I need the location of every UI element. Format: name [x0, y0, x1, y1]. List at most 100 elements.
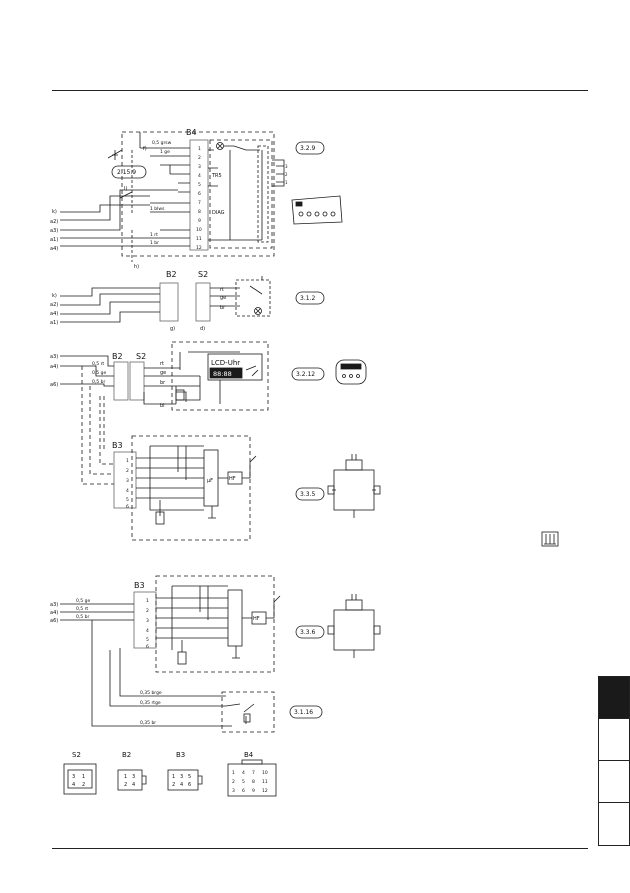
svg-text:4: 4	[242, 770, 245, 776]
heater-unit-icon	[327, 454, 381, 518]
svg-text:4: 4	[146, 628, 149, 634]
section-b3-a: B3 12 34 56 µF HF 3.3.5	[81, 366, 559, 547]
svg-text:3: 3	[232, 788, 235, 794]
svg-text:3.3.5: 3.3.5	[300, 491, 315, 498]
svg-text:2: 2	[82, 782, 85, 788]
svg-text:3.1.2: 3.1.2	[300, 295, 315, 302]
svg-text:11: 11	[196, 236, 202, 242]
section-lcd: B2 S2 LCD-Uhr 88:88 0,5 rt 0,5 ge 0,5 br…	[50, 341, 367, 411]
svg-text:9: 9	[252, 788, 255, 794]
svg-text:6: 6	[242, 788, 245, 794]
ref-3-1-16[interactable]	[289, 705, 323, 719]
svg-text:7: 7	[252, 770, 255, 776]
svg-text:1 blws: 1 blws	[150, 206, 165, 212]
svg-text:B3: B3	[134, 581, 145, 590]
heater-symbol-icon	[541, 531, 559, 547]
svg-text:a3): a3)	[50, 354, 58, 360]
svg-text:3.1.16: 3.1.16	[294, 709, 313, 716]
svg-text:3.2.9: 3.2.9	[300, 145, 315, 152]
section-b2-s2: B2 S2 rt ge br k) a2) a4) a1) g) d) 3.1.…	[50, 270, 325, 332]
ref-3-1-2[interactable]	[295, 291, 325, 305]
svg-text:l): l)	[124, 186, 127, 192]
svg-text:3: 3	[285, 164, 288, 169]
svg-text:4: 4	[198, 173, 201, 179]
svg-text:HF: HF	[229, 476, 236, 482]
svg-text:3: 3	[146, 618, 149, 624]
ref-3-3-5[interactable]	[295, 487, 325, 501]
svg-text:4: 4	[180, 782, 183, 788]
svg-text:3: 3	[180, 774, 183, 780]
svg-text:10: 10	[262, 770, 268, 776]
connector-b2	[117, 769, 143, 791]
svg-text:k): k)	[52, 209, 57, 215]
svg-text:a4): a4)	[50, 246, 58, 252]
svg-text:4: 4	[72, 782, 75, 788]
svg-text:5: 5	[198, 182, 201, 188]
svg-text:a2): a2)	[50, 219, 58, 225]
svg-text:B4: B4	[244, 751, 254, 759]
svg-text:0,5 ge: 0,5 ge	[92, 370, 106, 376]
svg-text:ge: ge	[220, 295, 226, 301]
footer-rule	[52, 848, 588, 849]
svg-text:HF: HF	[253, 616, 260, 622]
svg-text:S2: S2	[198, 270, 208, 279]
svg-text:0,35 br: 0,35 br	[140, 720, 156, 726]
svg-text:2: 2	[198, 155, 201, 161]
svg-text:2: 2	[172, 782, 175, 788]
svg-text:1: 1	[285, 180, 288, 185]
svg-text:4: 4	[126, 488, 129, 494]
svg-text:5: 5	[146, 637, 149, 643]
svg-text:3: 3	[198, 164, 201, 170]
svg-text:8: 8	[198, 209, 201, 215]
svg-text:S2: S2	[72, 751, 81, 759]
svg-text:1: 1	[232, 770, 235, 776]
svg-text:10: 10	[196, 227, 202, 233]
svg-text:a6): a6)	[50, 618, 58, 624]
svg-text:0,35 brge: 0,35 brge	[140, 690, 162, 696]
svg-text:0,5 ge: 0,5 ge	[76, 598, 90, 604]
svg-text:7: 7	[198, 200, 201, 206]
svg-text:a4): a4)	[50, 311, 58, 317]
svg-text:3: 3	[132, 774, 135, 780]
connector-b3	[167, 769, 199, 791]
svg-text:1: 1	[198, 146, 201, 152]
connector-s2	[63, 763, 97, 795]
svg-text:1: 1	[126, 458, 129, 464]
svg-text:5: 5	[188, 774, 191, 780]
svg-text:6: 6	[198, 191, 201, 197]
svg-text:6: 6	[146, 644, 149, 650]
svg-text:5: 5	[126, 497, 129, 503]
svg-text:6: 6	[126, 504, 129, 510]
svg-text:a1): a1)	[50, 320, 58, 326]
svg-text:3: 3	[126, 478, 129, 484]
svg-text:S2: S2	[136, 352, 146, 361]
svg-text:a3): a3)	[50, 228, 58, 234]
svg-text:8: 8	[252, 779, 255, 785]
ref-3-2-12[interactable]	[291, 367, 325, 381]
section-tab-4[interactable]	[598, 802, 630, 846]
svg-text:bl: bl	[160, 403, 165, 409]
b4-inner-dash	[209, 139, 273, 249]
svg-text:br: br	[220, 305, 226, 311]
lamp-icon	[254, 307, 262, 315]
svg-text:2: 2	[126, 468, 129, 474]
svg-text:1 ge: 1 ge	[160, 149, 170, 155]
ref-3-3-6[interactable]	[295, 625, 325, 639]
svg-text:3: 3	[72, 774, 75, 780]
control-panel-icon	[291, 195, 343, 225]
svg-text:TR5: TR5	[211, 173, 222, 179]
ref-2-15-9[interactable]	[111, 165, 147, 179]
svg-text:1: 1	[124, 774, 127, 780]
svg-text:2: 2	[232, 779, 235, 785]
svg-text:d): d)	[200, 326, 205, 332]
svg-text:3.2.12: 3.2.12	[296, 371, 315, 378]
svg-text:6: 6	[188, 782, 191, 788]
svg-text:a4): a4)	[50, 610, 58, 616]
svg-text:12: 12	[262, 788, 268, 794]
ref-3-2-9[interactable]	[295, 141, 325, 155]
svg-text:5: 5	[242, 779, 245, 785]
svg-text:g): g)	[170, 326, 175, 332]
svg-text:DIAG: DIAG	[212, 210, 225, 216]
